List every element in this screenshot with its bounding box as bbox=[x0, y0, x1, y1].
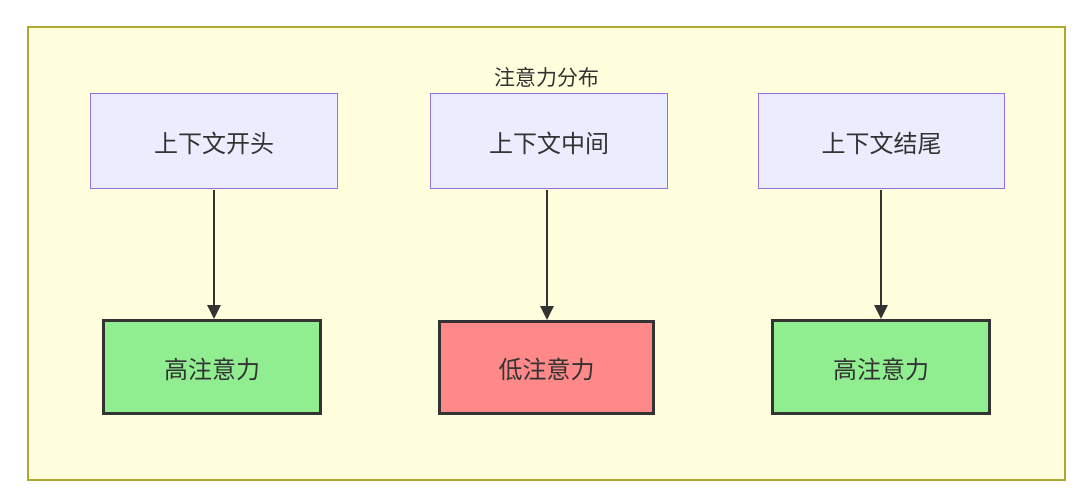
node-high-attention-left-label: 高注意力 bbox=[164, 356, 260, 384]
diagram-title: 注意力分布 bbox=[494, 67, 599, 90]
node-context-start: 上下文开头 bbox=[90, 93, 338, 189]
node-context-end: 上下文结尾 bbox=[758, 93, 1005, 189]
node-context-end-label: 上下文结尾 bbox=[821, 130, 942, 158]
node-context-middle: 上下文中间 bbox=[430, 93, 668, 189]
node-context-start-label: 上下文开头 bbox=[154, 130, 274, 158]
node-high-attention-right: 高注意力 bbox=[771, 319, 991, 415]
node-high-attention-right-label: 高注意力 bbox=[833, 356, 929, 384]
node-low-attention-middle: 低注意力 bbox=[438, 320, 655, 415]
node-low-attention-middle-label: 低注意力 bbox=[498, 357, 595, 384]
node-context-middle-label: 上下文中间 bbox=[489, 130, 609, 158]
node-high-attention-left: 高注意力 bbox=[102, 319, 322, 415]
